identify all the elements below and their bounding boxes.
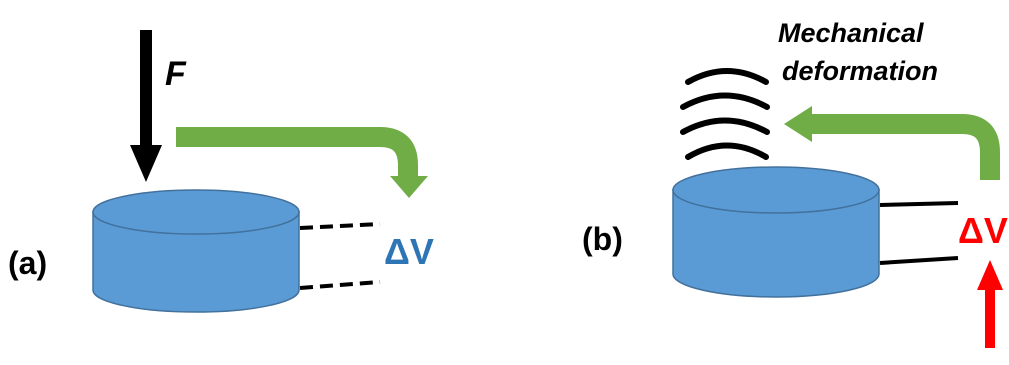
panel-b-label: (b): [582, 221, 623, 257]
green-arrow-b: [784, 106, 1000, 180]
force-label: F: [165, 55, 187, 93]
green-arrow-a: [176, 127, 428, 198]
voltage-label-a: ΔV: [384, 231, 434, 272]
caption-line-2: deformation: [782, 56, 938, 86]
voltage-label-b: ΔV: [958, 210, 1008, 251]
panel-a: F ΔV (a): [8, 30, 434, 313]
panel-b: Mechanical deformation ΔV (b): [582, 18, 1008, 348]
caption-line-1: Mechanical: [778, 18, 924, 48]
lead-bottom-b: [879, 256, 959, 265]
piezo-cylinder-a: [92, 189, 300, 313]
piezo-cylinder-b: [672, 166, 880, 298]
lead-top-a: [299, 222, 381, 230]
lead-bottom-a: [299, 280, 381, 290]
input-arrow: [977, 260, 1003, 348]
panel-a-label: (a): [8, 245, 47, 281]
force-arrow: [130, 30, 162, 182]
lead-top-b: [879, 201, 959, 207]
vibration-waves-icon: [680, 68, 770, 160]
